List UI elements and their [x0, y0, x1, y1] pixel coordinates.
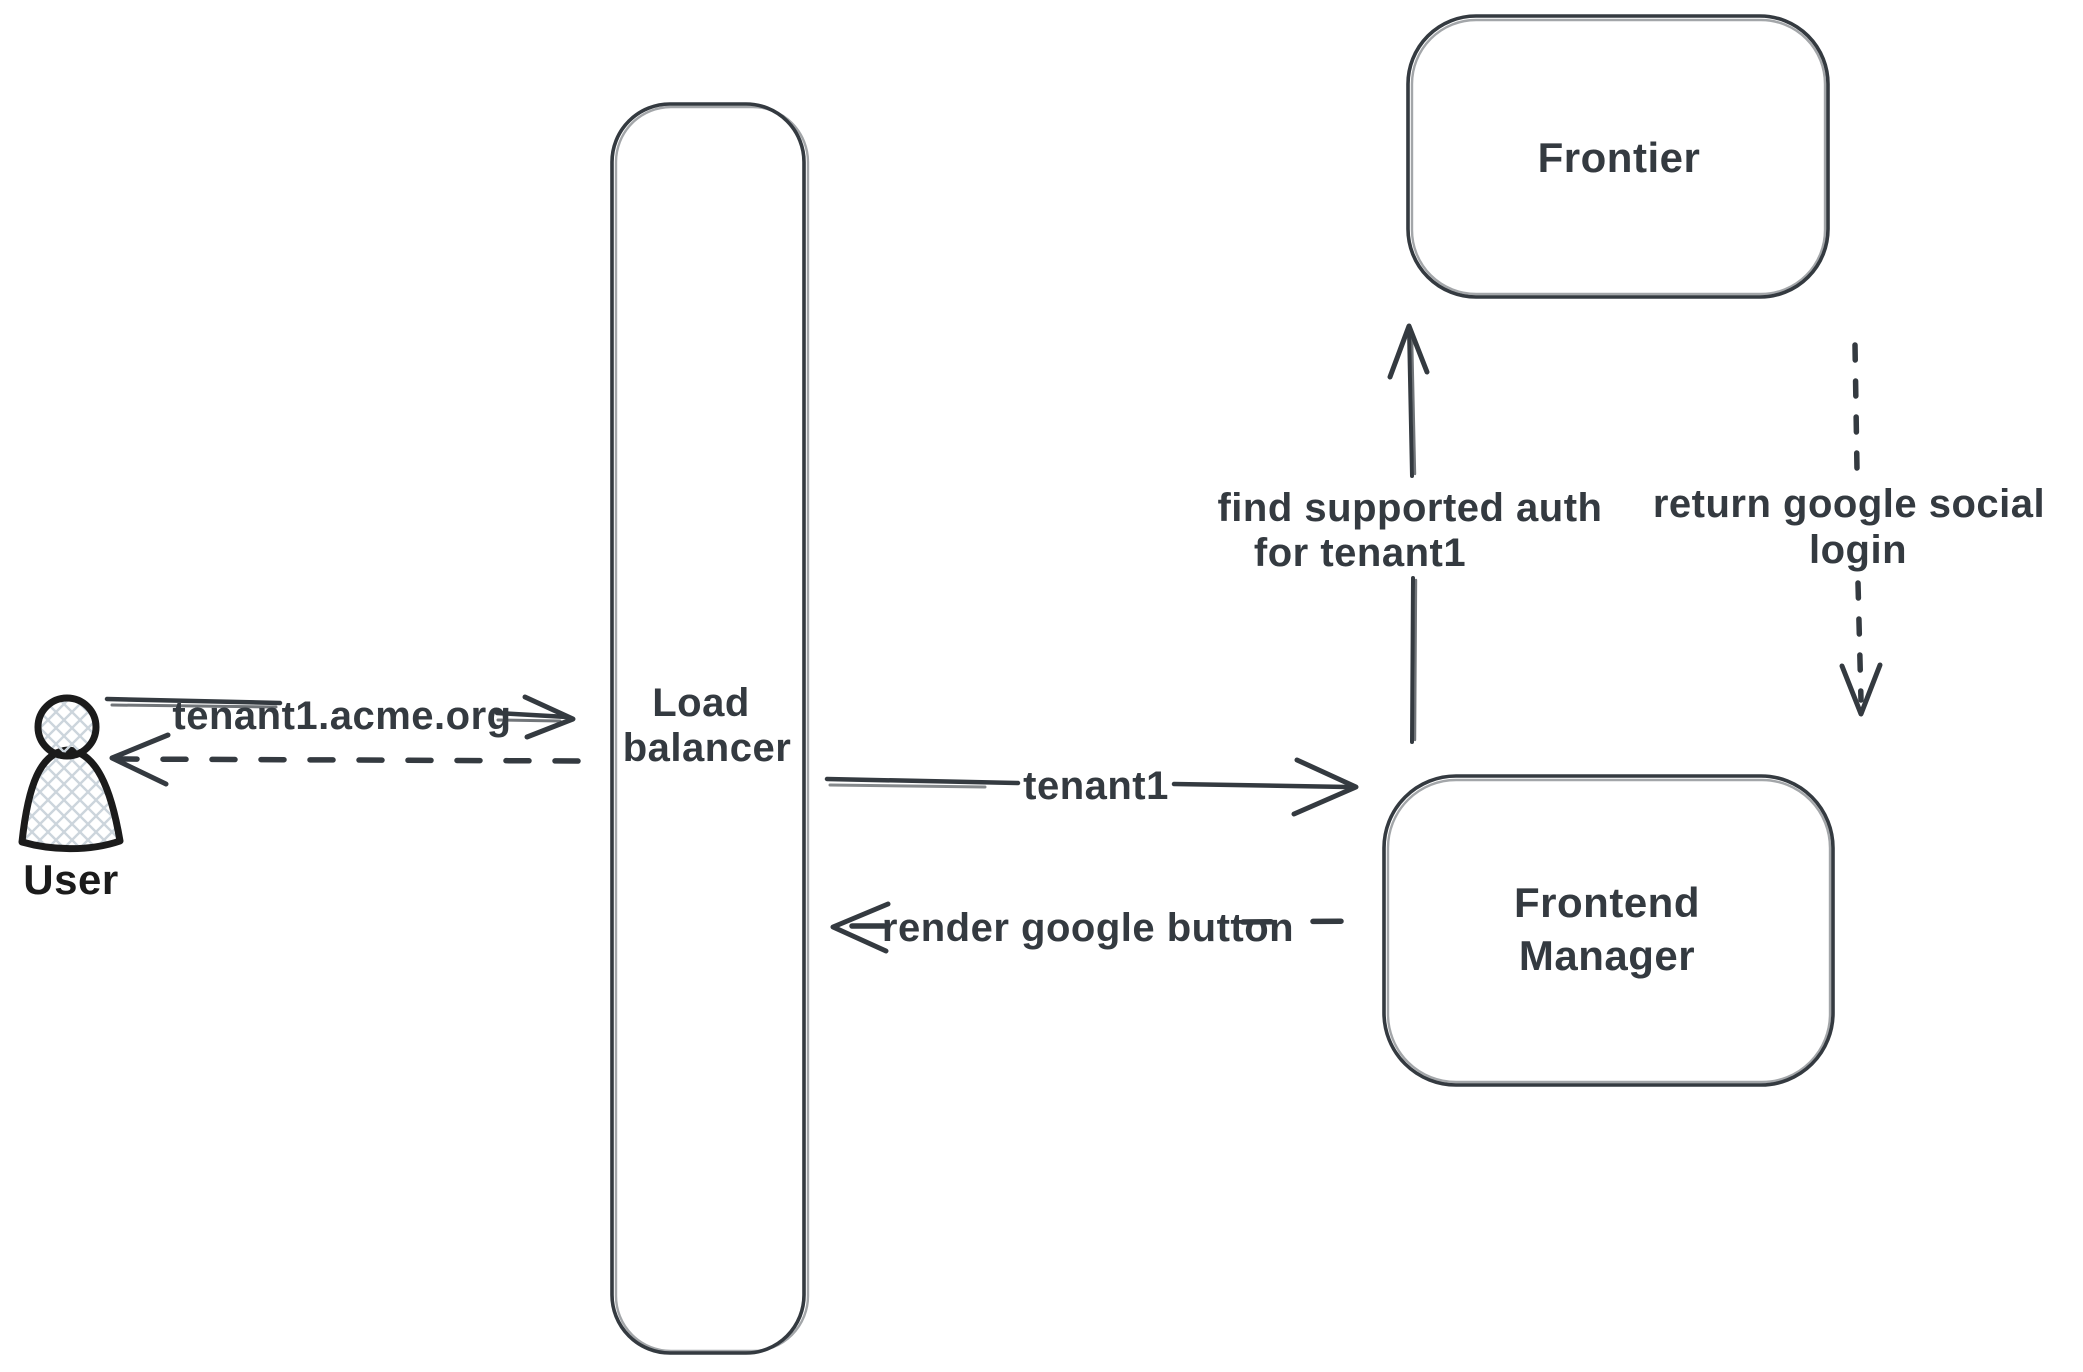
user-icon — [18, 694, 124, 853]
arrow-user-to-lb — [104, 694, 576, 740]
load-balancer-label-line2: balancer — [623, 726, 792, 770]
load-balancer-node-sketch-stroke — [614, 105, 810, 1353]
load-balancer-label-line1: Load — [652, 681, 750, 725]
frontier-node-sketch-stroke — [1410, 18, 1827, 296]
arrow-shaft — [1410, 576, 1415, 744]
arrow-shaft-dashed — [115, 756, 581, 764]
arrow-head-left-icon — [109, 732, 171, 787]
edge-label-tenant1-acme-org: tenant1.acme.org — [172, 694, 511, 738]
arrow-shaft-dashed — [1855, 580, 1864, 703]
user-head-shape — [34, 694, 100, 760]
arrow-shaft — [1171, 781, 1351, 790]
frontier-label: Frontier — [1538, 134, 1701, 181]
arrow-shaft-sketch — [1413, 578, 1418, 742]
user-body-shape — [18, 746, 124, 853]
arrow-shaft-dashed — [1240, 918, 1369, 925]
arrow-shaft — [824, 776, 1021, 786]
arrow-shaft — [1407, 328, 1414, 478]
edge-label-return-google-social-line2: login — [1809, 528, 1907, 572]
frontend-manager-label-line2: Manager — [1519, 932, 1695, 979]
arrow-head-left-icon — [830, 901, 891, 954]
frontier-node — [1406, 14, 1830, 299]
frontend-manager-label-line1: Frontend — [1514, 879, 1700, 926]
edge-label-find-supported-auth-line1: find supported auth — [1217, 486, 1602, 530]
node-boxes — [610, 14, 1835, 1355]
arrow-fm-to-lb — [830, 901, 1369, 954]
frontend-manager-node — [1382, 774, 1835, 1087]
arrow-shaft-sketch — [496, 718, 562, 723]
load-balancer-node — [610, 102, 806, 1355]
arrow-shaft — [494, 710, 570, 720]
arrow-fm-to-frontier — [1387, 323, 1430, 744]
arrow-shaft — [104, 696, 283, 706]
arrow-shaft-sketch — [1410, 333, 1417, 476]
arrow-head-down-icon — [1839, 662, 1883, 717]
arrow-shaft-dashed — [1852, 342, 1860, 473]
edge-label-find-supported-auth-line2: for tenant1 — [1254, 531, 1466, 575]
edge-label-tenant1: tenant1 — [1023, 764, 1169, 808]
arrow-shaft-sketch — [828, 783, 987, 789]
labels: tenant1.acme.org tenant1 render google b… — [23, 134, 2045, 979]
arrow-head-up-icon — [1387, 323, 1430, 380]
edge-label-return-google-social-line1: return google social — [1653, 482, 2045, 526]
arrow-lb-to-user — [109, 732, 581, 787]
user-label: User — [23, 856, 118, 903]
arrow-head-right-icon — [1291, 757, 1359, 817]
frontend-manager-node-sketch-stroke — [1386, 778, 1832, 1084]
edges — [104, 323, 1883, 954]
arrow-frontier-to-fm — [1839, 342, 1883, 717]
arrow-lb-to-fm — [824, 757, 1359, 817]
arrow-shaft-sketch — [110, 703, 278, 709]
arrow-head-right-icon — [522, 694, 576, 740]
edge-label-render-google-button: render google button — [882, 906, 1294, 950]
